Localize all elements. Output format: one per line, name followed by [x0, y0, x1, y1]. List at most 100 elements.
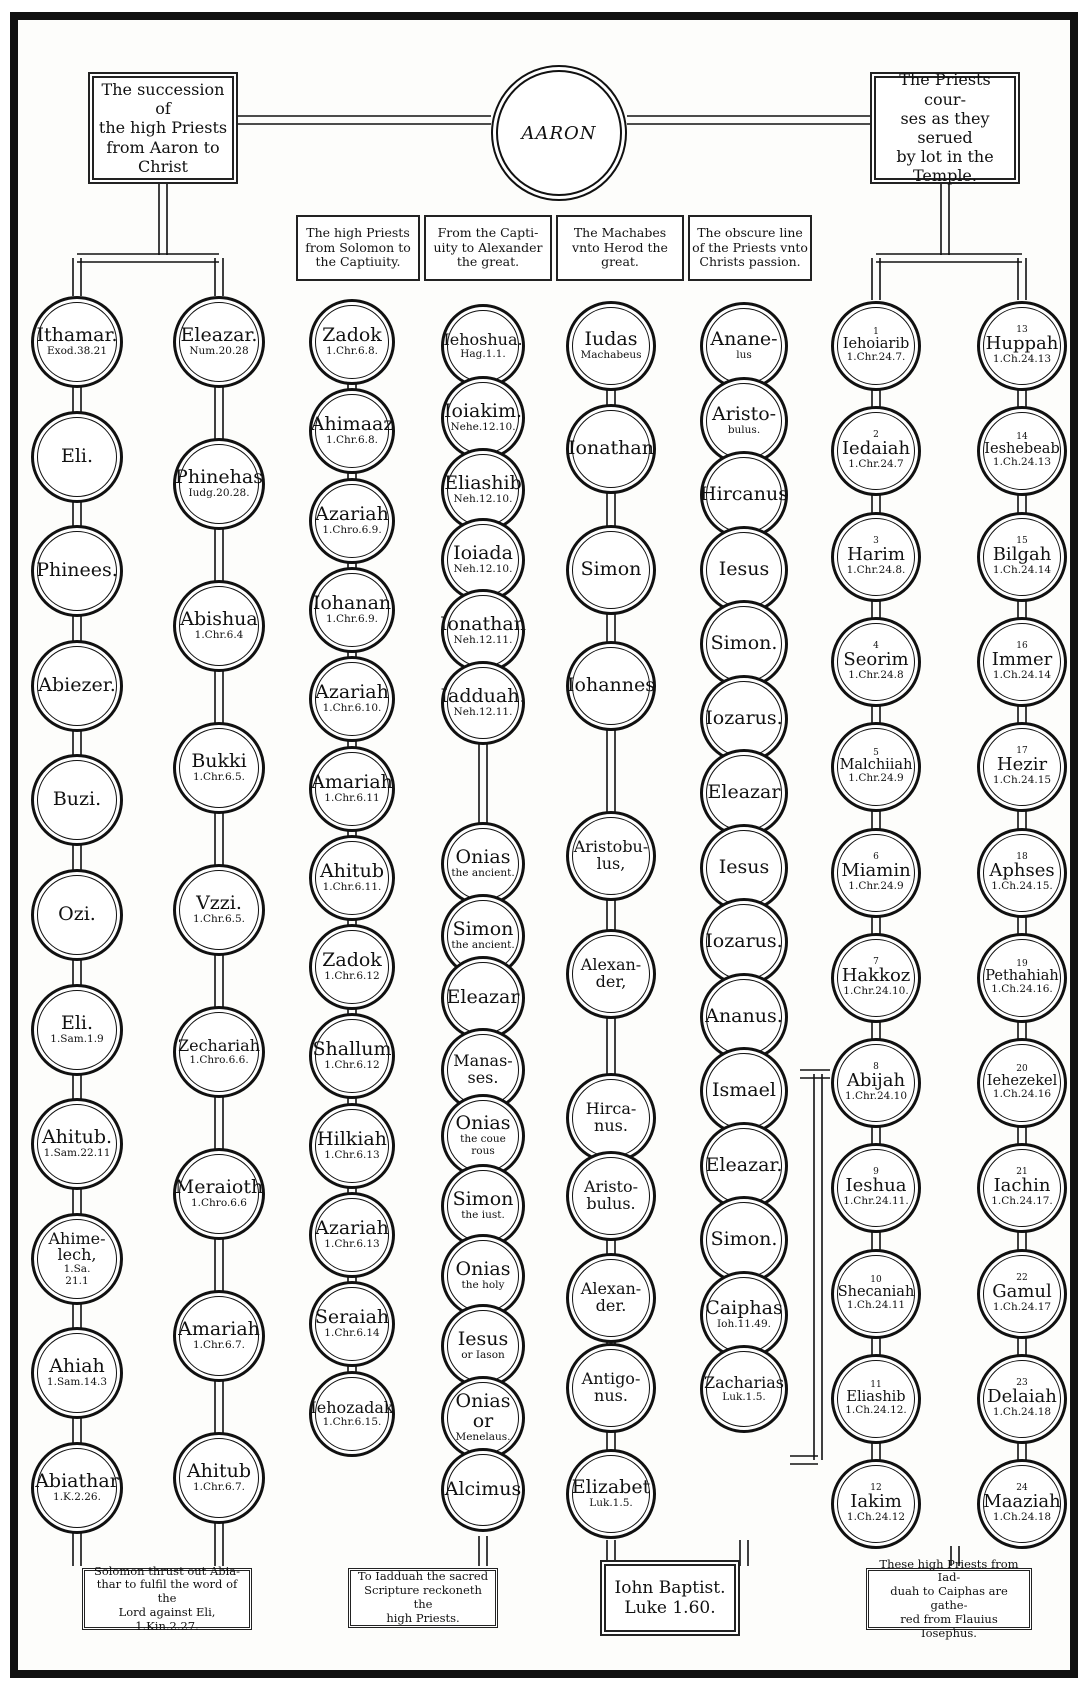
- priest-name: Ahitub: [320, 862, 384, 882]
- priest-name: Eleazar.: [706, 1156, 783, 1176]
- priest-name: Iudas: [585, 330, 638, 350]
- priest-name: Ieshebeab: [984, 442, 1059, 457]
- priest-node: 2Iedaiah1.Chr.24.7: [831, 406, 921, 496]
- course-number: 17: [1016, 747, 1027, 756]
- scripture-reference: 1.Ch.24.17.: [991, 1196, 1053, 1208]
- priest-name: Iehozadak: [310, 1400, 393, 1417]
- priest-node: ElizabetLuk.1.5.: [566, 1449, 656, 1539]
- course-number: 7: [873, 958, 879, 967]
- priest-name: Shallum: [313, 1040, 392, 1060]
- scripture-reference: Neh.12.11.: [454, 635, 513, 647]
- priest-node: IudasMachabeus: [566, 301, 656, 391]
- scripture-reference: 1.Ch.24.14: [993, 565, 1051, 577]
- scripture-reference: 1.Chr.6.11: [324, 793, 379, 805]
- course-number: 4: [873, 642, 879, 651]
- scripture-reference: 1.Ch.24.16.: [991, 984, 1053, 996]
- priest-name: Zechariah: [178, 1038, 260, 1055]
- priest-name: Meraioth: [175, 1178, 264, 1198]
- scripture-reference: Iudg.20.28.: [188, 488, 249, 500]
- priest-node: Phinees.: [31, 525, 123, 617]
- priest-name: Ioiakim.: [444, 402, 522, 422]
- priest-node: 5Malchiiah1.Chr.24.9: [831, 722, 921, 812]
- priest-name: Antigo- nus.: [582, 1371, 641, 1405]
- priest-node: 22Gamul1.Ch.24.17: [977, 1249, 1067, 1339]
- priest-name: Aristo-: [712, 405, 776, 425]
- priest-name: Seorim: [843, 651, 908, 670]
- priest-node: Ahitub1.Chr.6.7.: [173, 1432, 265, 1524]
- priest-name: Harim: [847, 546, 905, 565]
- priest-name: Ahiah: [49, 1357, 105, 1377]
- scripture-reference: Luk.1.5.: [589, 1498, 632, 1510]
- course-number: 20: [1016, 1065, 1027, 1074]
- course-number: 14: [1016, 433, 1027, 442]
- scripture-reference: 1.Ch.24.12.: [845, 1405, 907, 1417]
- priest-name: Ionathan: [440, 615, 526, 635]
- priest-name: Abiezer.: [38, 676, 116, 696]
- course-number: 13: [1016, 326, 1027, 335]
- priest-name: Zacharias: [704, 1375, 784, 1392]
- priest-name: Azariah: [315, 683, 389, 703]
- priest-node: Iohannes: [566, 641, 656, 731]
- scripture-reference: 1.Chro.6.6: [191, 1198, 247, 1210]
- scripture-reference: 1.Sam.14.3: [47, 1377, 107, 1389]
- priest-name: Ahime- lech,: [48, 1231, 105, 1265]
- bottom-note-josephus: These high Priests from Iad- duah to Cai…: [866, 1568, 1032, 1630]
- column-head-machabes: The Machabes vnto Herod the great.: [556, 215, 684, 281]
- course-number: 24: [1016, 1484, 1027, 1493]
- scripture-reference: Num.20.28: [189, 346, 248, 358]
- priest-node: Antigo- nus.: [566, 1343, 656, 1433]
- course-number: 11: [870, 1381, 881, 1390]
- priest-name: Iehezekel: [987, 1074, 1057, 1089]
- scripture-reference: Neh.12.11.: [454, 707, 513, 719]
- priest-name: Hilkiah: [317, 1130, 387, 1150]
- scripture-reference: 1.Ch.24.18: [993, 1512, 1051, 1524]
- priest-name: Eli.: [61, 1014, 93, 1034]
- priest-name: Onias or: [444, 1392, 522, 1432]
- priest-name: Bukki: [191, 752, 246, 772]
- priest-node: Ahiah1.Sam.14.3: [31, 1327, 123, 1419]
- priest-name: Elizabet: [572, 1478, 650, 1498]
- priest-node: Ozi.: [31, 869, 123, 961]
- priest-node: 19Pethahiah1.Ch.24.16.: [977, 933, 1067, 1023]
- right-cartouche: The Priests cour- ses as they serued by …: [870, 72, 1020, 184]
- scripture-reference: 1.Chr.24.11.: [843, 1196, 908, 1208]
- scripture-reference: 1.Chr.6.12: [324, 971, 379, 983]
- priest-name: Iedaiah: [842, 440, 910, 459]
- course-number: 15: [1016, 537, 1027, 546]
- scripture-reference: 1.Chr.24.10: [845, 1091, 907, 1103]
- scripture-reference: 1.Ch.24.15: [993, 775, 1051, 787]
- column-head-obscure: The obscure line of the Priests vnto Chr…: [688, 215, 812, 281]
- scripture-reference: Menelaus.: [455, 1432, 510, 1444]
- scripture-reference: 1.Chr.24.8: [848, 670, 903, 682]
- priest-node: Alcimus: [441, 1448, 525, 1532]
- priest-node: 9Ieshua1.Chr.24.11.: [831, 1143, 921, 1233]
- column-head-solomon: The high Priests from Solomon to the Cap…: [296, 215, 420, 281]
- scripture-reference: 1.Chro.6.9.: [322, 525, 381, 537]
- bottom-note-abiathar: Solomon thrust out Abia- thar to fulfil …: [82, 1568, 252, 1630]
- priest-name: Simon.: [711, 1230, 778, 1250]
- priest-node: Ionathan: [566, 404, 656, 494]
- priest-name: Iakim: [850, 1493, 902, 1512]
- priest-name: Zadok: [322, 951, 382, 971]
- priest-name: Phinehas: [175, 468, 263, 488]
- priest-name: Amariah: [311, 773, 393, 793]
- course-number: 2: [873, 431, 879, 440]
- priest-name: Ahitub.: [42, 1128, 112, 1148]
- scripture-reference: 1.Ch.24.12: [847, 1512, 905, 1524]
- scripture-reference: Luk.1.5.: [722, 1392, 765, 1404]
- priest-name: Aristo- bulus.: [584, 1179, 638, 1213]
- aaron-medallion: AARON: [491, 65, 627, 201]
- priest-name: Hakkoz: [842, 967, 911, 986]
- priest-name: Anane-: [710, 330, 777, 350]
- course-number: 16: [1016, 642, 1027, 651]
